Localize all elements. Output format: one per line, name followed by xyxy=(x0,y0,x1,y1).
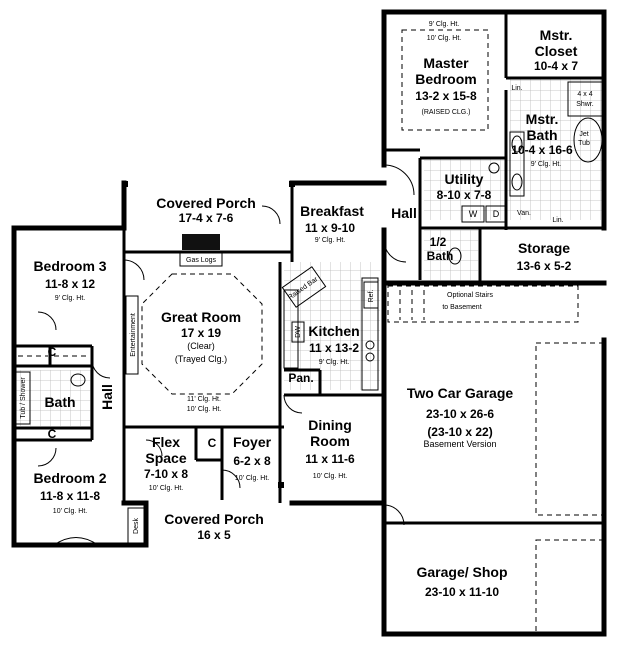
washer-label: W xyxy=(469,209,478,219)
rear-porch-label: Covered Porch xyxy=(156,195,256,211)
tub-shower-label: Tub / Shower xyxy=(20,377,27,419)
master-bedroom-label-b: Bedroom xyxy=(415,71,476,87)
dining-label-a: Dining xyxy=(308,417,352,433)
great-room-dims: 17 x 19 xyxy=(181,326,221,340)
master-bath-lin: Lin. xyxy=(511,85,522,92)
bedroom2-clg: 10' Clg. Ht. xyxy=(53,508,87,515)
flex-label-b: Space xyxy=(145,450,186,466)
hall-left-label: Hall xyxy=(99,384,115,410)
dining-clg: 10' Clg. Ht. xyxy=(313,473,347,480)
great-room-clear: (Clear) xyxy=(187,341,215,351)
front-porch-label: Covered Porch xyxy=(164,511,264,527)
gas-logs-label: Gas Logs xyxy=(186,257,216,264)
bedroom3-clg: 9' Clg. Ht. xyxy=(55,295,86,302)
master-bath-dims: 10-4 x 16-6 xyxy=(511,143,573,157)
dining-dims: 11 x 11-6 xyxy=(305,452,355,466)
utility-dims: 8-10 x 7-8 xyxy=(437,188,492,202)
dining-label-b: Room xyxy=(310,433,350,449)
closet-label-lower: C xyxy=(48,427,57,441)
master-bedroom-clg-raised: 10' Clg. Ht. xyxy=(427,35,461,42)
flex-dims: 7-10 x 8 xyxy=(144,467,188,481)
foyer-clg: 10' Clg. Ht. xyxy=(235,475,269,482)
breakfast-clg: 9' Clg. Ht. xyxy=(315,237,346,244)
master-bath-tub-a: Jet xyxy=(579,131,588,138)
bedroom2-label: Bedroom 2 xyxy=(33,470,106,486)
exterior-walls xyxy=(11,9,607,637)
bath-label: Bath xyxy=(44,394,75,410)
master-bath-shower-label-a: 4 x 4 xyxy=(577,91,592,98)
breakfast-dims: 11 x 9-10 xyxy=(305,221,355,235)
rear-porch-dims: 17-4 x 7-6 xyxy=(179,211,234,225)
garage-shop-label: Garage/ Shop xyxy=(416,564,507,580)
foyer-label: Foyer xyxy=(233,434,272,450)
half-bath-label-b: Bath xyxy=(427,249,454,263)
fixtures xyxy=(15,29,603,633)
master-bedroom-note: (RAISED CLG.) xyxy=(421,109,470,116)
refrigerator-label: Ref. xyxy=(368,290,375,303)
door-swings xyxy=(37,164,415,526)
master-bedroom-dims: 13-2 x 15-8 xyxy=(415,89,477,103)
master-bedroom-clg-top: 9' Clg. Ht. xyxy=(429,21,460,28)
kitchen-dims: 11 x 13-2 xyxy=(309,341,359,355)
pantry-label: Pan. xyxy=(288,371,313,385)
garage-alt-dims: (23-10 x 22) xyxy=(427,425,492,439)
garage-dims: 23-10 x 26-6 xyxy=(426,407,494,421)
entertainment-label: Entertainment xyxy=(130,313,137,357)
great-room-label: Great Room xyxy=(161,309,241,325)
flex-clg: 10' Clg. Ht. xyxy=(149,485,183,492)
master-bath-van: Van. xyxy=(517,210,531,217)
storage-dims: 13-6 x 5-2 xyxy=(517,259,572,273)
master-bath-tub-b: Tub xyxy=(578,140,590,147)
master-bath-label-b: Bath xyxy=(526,127,557,143)
closet-label-upper: C xyxy=(48,345,57,359)
interior-walls xyxy=(14,12,604,525)
master-bath-shower-label-b: Shwr. xyxy=(576,101,594,108)
master-bath-clg: 9' Clg. Ht. xyxy=(531,161,562,168)
flex-label-a: Flex xyxy=(152,434,180,450)
master-closet-label-b: Closet xyxy=(535,43,578,59)
bedroom3-label: Bedroom 3 xyxy=(33,258,106,274)
great-room-trayed: (Trayed Clg.) xyxy=(175,354,227,364)
garage-basement-note: Basement Version xyxy=(423,439,496,449)
master-bedroom-label-a: Master xyxy=(423,55,469,71)
garage-label: Two Car Garage xyxy=(407,385,514,401)
dishwasher-label: DW xyxy=(295,326,302,338)
desk-label: Desk xyxy=(133,518,140,534)
kitchen-label: Kitchen xyxy=(308,323,359,339)
storage-label: Storage xyxy=(518,240,570,256)
master-closet-label-a: Mstr. xyxy=(540,27,573,43)
closet-label-foyer: C xyxy=(208,436,217,450)
garage-shop-dims: 23-10 x 11-10 xyxy=(425,585,499,599)
great-room-clg-b: 10' Clg. Ht. xyxy=(187,406,221,413)
great-room-clg-a: 11' Clg. Ht. xyxy=(187,396,221,403)
utility-label: Utility xyxy=(445,171,484,187)
breakfast-label: Breakfast xyxy=(300,203,364,219)
optional-stairs-label-a: Optional Stairs xyxy=(447,292,493,299)
foyer-dims: 6-2 x 8 xyxy=(233,454,271,468)
bedroom3-dims: 11-8 x 12 xyxy=(45,277,95,291)
master-bath-lin-2: Lin. xyxy=(552,217,563,224)
kitchen-clg: 9' Clg. Ht. xyxy=(319,359,350,366)
hall-right-label: Hall xyxy=(391,205,417,221)
optional-stairs-label-b: to Basement xyxy=(442,304,481,311)
master-closet-dims: 10-4 x 7 xyxy=(534,59,578,73)
dryer-label: D xyxy=(493,209,500,219)
front-porch-dims: 16 x 5 xyxy=(197,528,231,542)
master-bath-label-a: Mstr. xyxy=(526,111,559,127)
bedroom2-dims: 11-8 x 11-8 xyxy=(40,489,100,503)
half-bath-label-a: 1/2 xyxy=(430,235,447,249)
